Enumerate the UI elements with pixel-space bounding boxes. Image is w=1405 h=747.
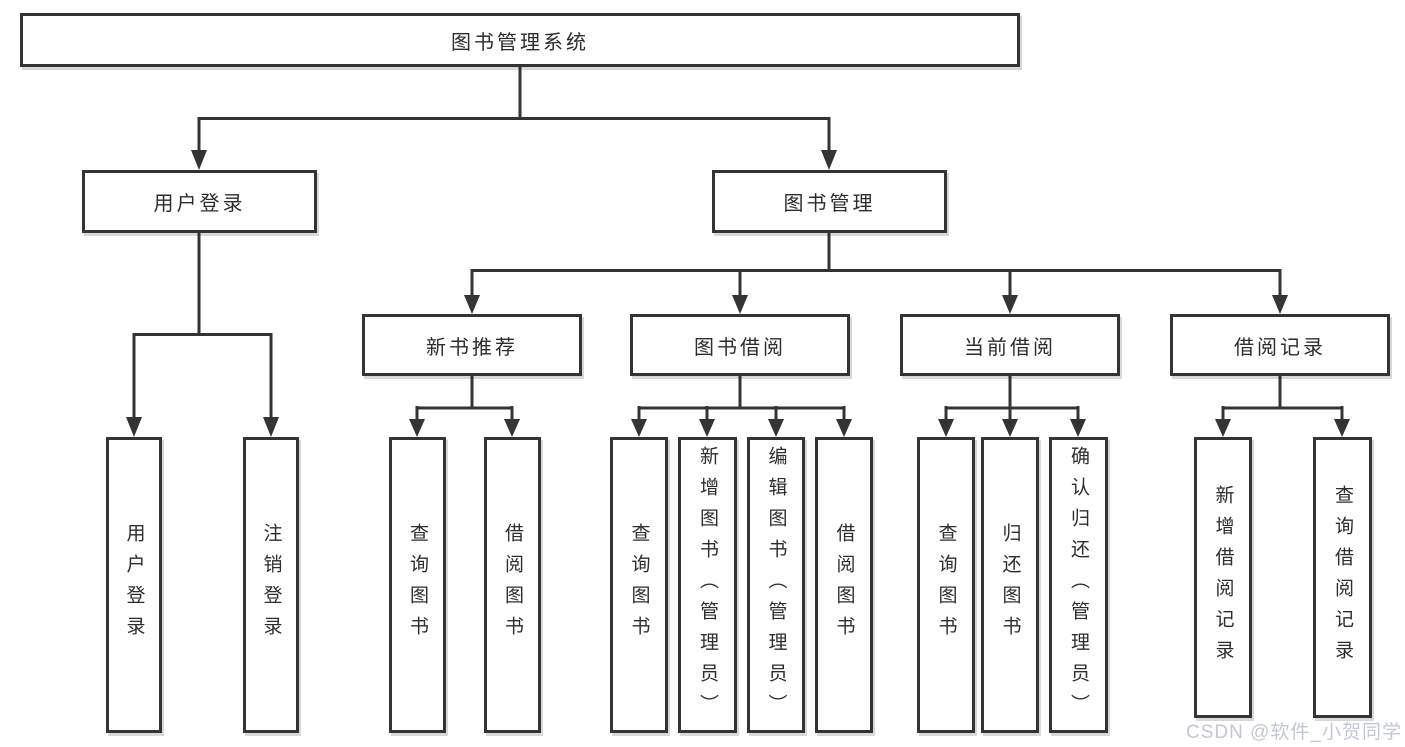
leaf-query-books-3: 查询图书: [917, 437, 975, 733]
leaf-borrow-books-1: 借阅图书: [484, 437, 541, 733]
node-borrow-record: 借阅记录: [1170, 314, 1390, 376]
leaf-query-books-2: 查询图书: [610, 437, 668, 733]
watermark: CSDN @软件_小贺同学: [1186, 722, 1402, 743]
leaf-edit-book-admin: 编辑图书（管理员）: [747, 437, 805, 733]
leaf-return-book: 归还图书: [981, 437, 1039, 733]
node-user-login: 用户登录: [82, 170, 317, 233]
leaf-user-login: 用户登录: [106, 437, 162, 733]
node-current-borrow: 当前借阅: [900, 314, 1120, 376]
leaf-query-borrow-record: 查询借阅记录: [1313, 437, 1372, 718]
leaf-confirm-return-admin: 确认归还（管理员）: [1049, 437, 1108, 733]
leaf-query-books-1: 查询图书: [389, 437, 446, 733]
node-book-borrow: 图书借阅: [630, 314, 850, 376]
node-book-management: 图书管理: [712, 170, 947, 233]
leaf-add-book-admin: 新增图书（管理员）: [678, 437, 737, 733]
node-root: 图书管理系统: [20, 13, 1020, 67]
leaf-add-borrow-record: 新增借阅记录: [1194, 437, 1252, 718]
leaf-borrow-books-2: 借阅图书: [815, 437, 873, 733]
leaf-logout: 注销登录: [243, 437, 299, 733]
node-new-book-recommend: 新书推荐: [362, 314, 582, 376]
